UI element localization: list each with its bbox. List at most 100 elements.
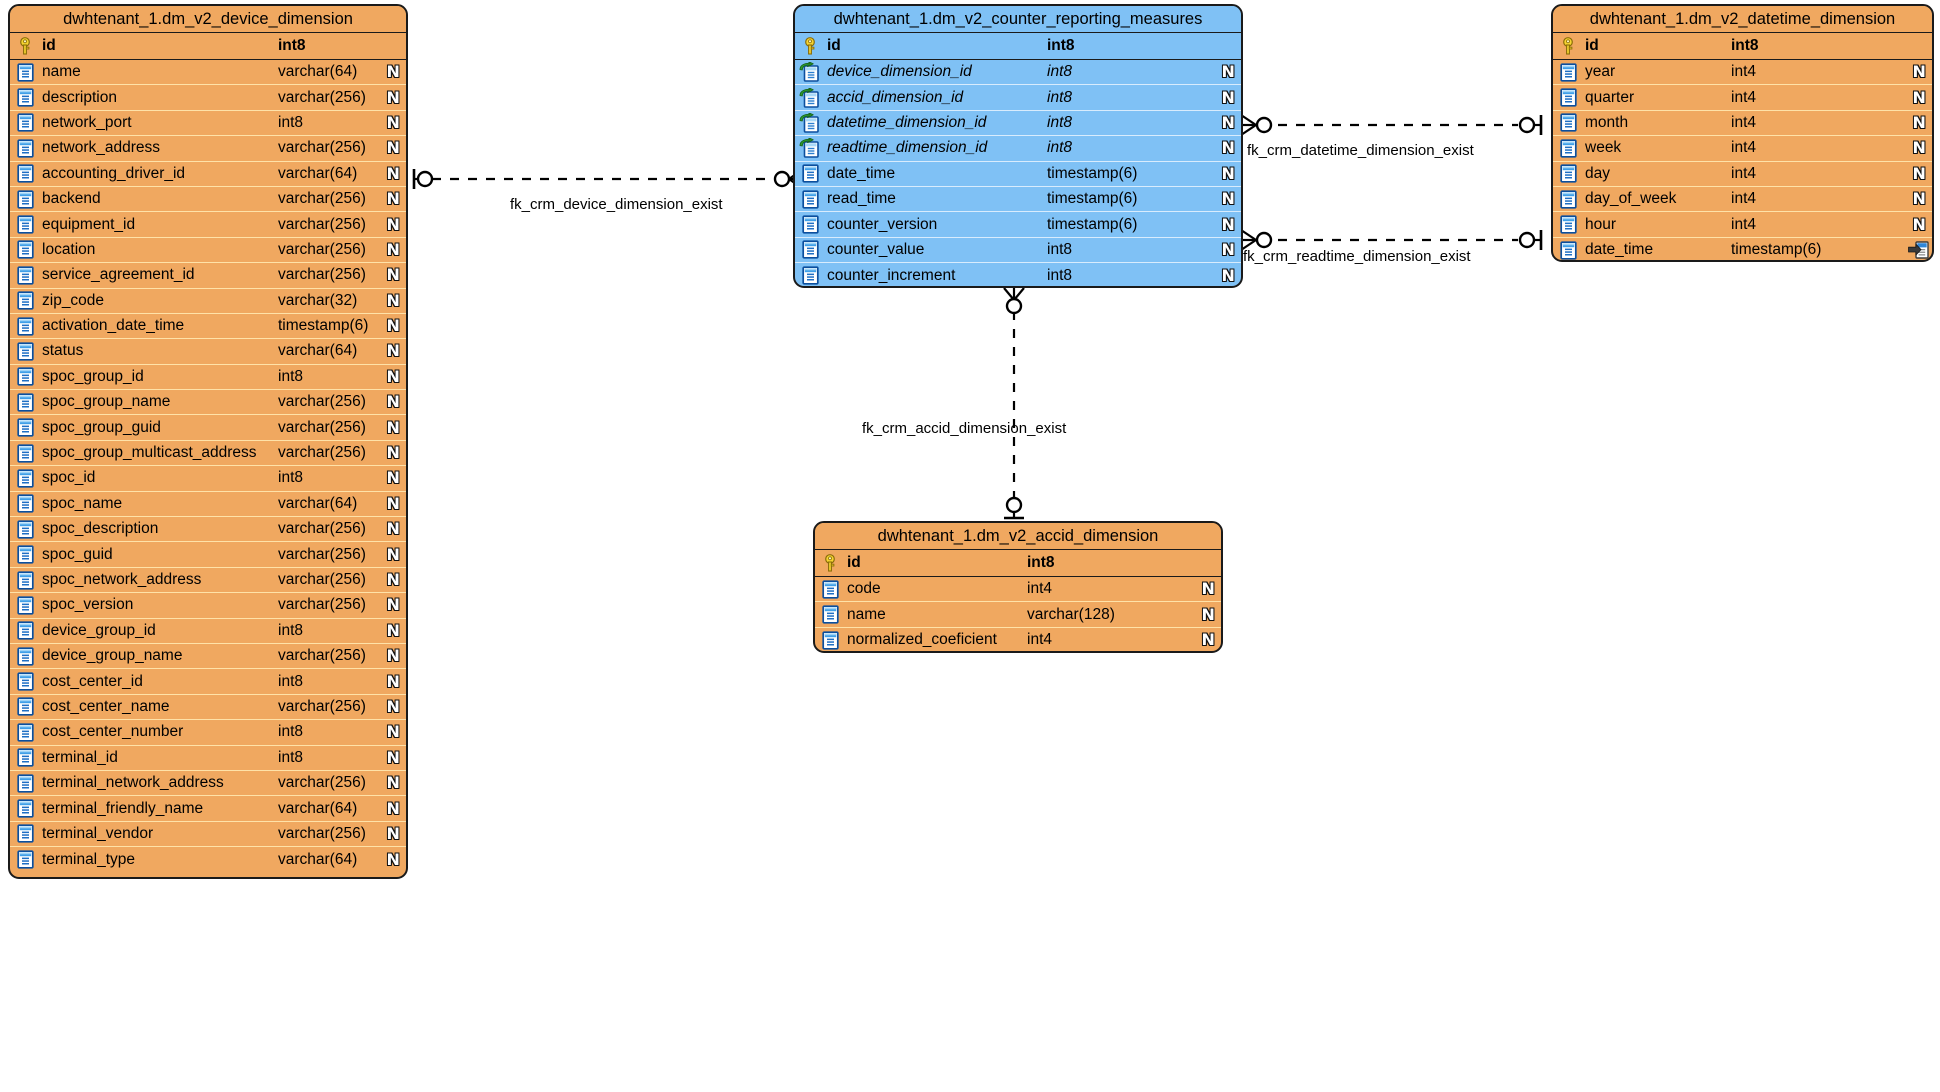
- column-type: int8: [278, 37, 306, 54]
- column-type: timestamp(6): [278, 317, 369, 335]
- column-name: device_group_name: [42, 647, 183, 665]
- column-name: terminal_network_address: [42, 774, 224, 792]
- nullable-marker: N: [380, 343, 406, 359]
- column-icon: [16, 621, 34, 640]
- column-icon: [1553, 113, 1583, 133]
- column-name: location: [42, 240, 96, 258]
- relationship-label-datetime: fk_crm_datetime_dimension_exist: [1247, 142, 1474, 159]
- column-icon: [16, 240, 34, 260]
- column-icon: [1559, 189, 1577, 209]
- column-type: timestamp(6): [1047, 215, 1138, 233]
- not-null-marker: N: [386, 823, 400, 843]
- column-type: varchar(256): [278, 545, 366, 563]
- table-row[interactable]: id int8: [10, 33, 406, 60]
- foreign-key-icon: [795, 138, 825, 159]
- column-icon: [1553, 241, 1583, 260]
- not-null-marker: N: [386, 239, 400, 259]
- column-icon: [1553, 215, 1583, 234]
- column-name: id: [42, 37, 56, 54]
- column-type: int4: [1731, 164, 1756, 182]
- column-type: timestamp(6): [1047, 164, 1138, 182]
- foreign-key-icon: [799, 138, 819, 159]
- not-null-marker: N: [386, 316, 400, 336]
- not-null-marker: N: [386, 773, 400, 793]
- not-null-marker: N: [386, 87, 400, 107]
- not-null-marker: N: [1221, 138, 1235, 158]
- nullable-marker: N: [380, 445, 406, 461]
- column-name: network_address: [42, 139, 161, 157]
- connector-fk-crm-accid-dimension-exist: [1003, 287, 1025, 520]
- nullable-marker: N: [1906, 165, 1932, 182]
- not-null-marker: N: [386, 443, 400, 463]
- nullable-marker: N: [380, 216, 406, 233]
- column-name: read_time: [827, 190, 896, 208]
- table-counter_reporting_measures[interactable]: dwhtenant_1.dm_v2_counter_reporting_meas…: [793, 4, 1243, 288]
- not-null-marker: N: [386, 671, 400, 691]
- foreign-key-icon: [799, 87, 819, 108]
- nullable-marker: N: [1215, 191, 1241, 207]
- column-icon: [16, 88, 34, 107]
- column-name: year: [1585, 63, 1616, 81]
- column-name: spoc_group_guid: [42, 418, 161, 436]
